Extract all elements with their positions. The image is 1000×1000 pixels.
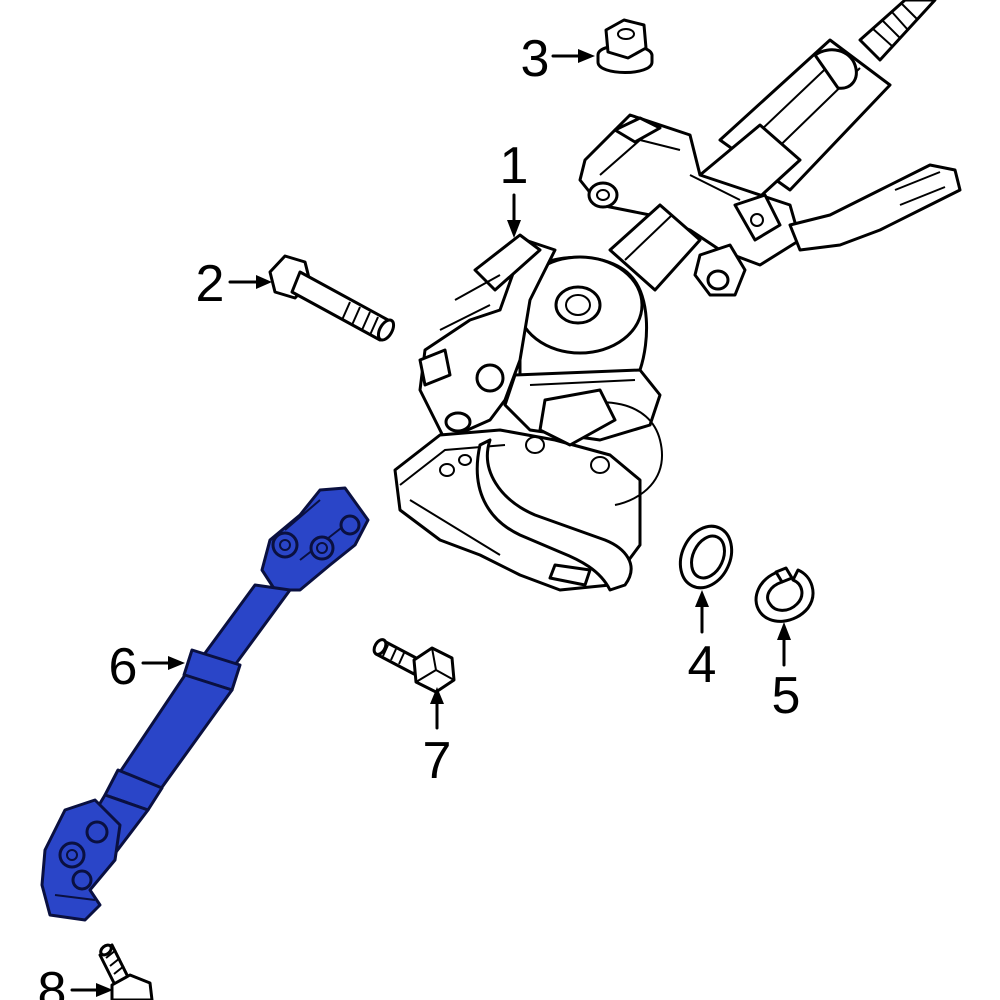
callout-3: 3: [521, 30, 595, 88]
svg-text:5: 5: [772, 667, 801, 725]
arrow-right-icon: [256, 275, 272, 289]
callout-8: 8: [38, 962, 113, 1000]
callout-6: 6: [109, 638, 185, 696]
svg-text:8: 8: [38, 962, 67, 1000]
intermediate-shaft-6[interactable]: [40, 486, 370, 922]
callout-7: 7: [423, 687, 452, 790]
gear-housing: [393, 233, 663, 592]
tilt-bracket: [578, 113, 962, 297]
callout-5: 5: [772, 622, 801, 725]
seal-ring-4[interactable]: [671, 518, 742, 596]
arrow-right-icon: [578, 49, 595, 63]
eps-motor: [503, 255, 662, 442]
column-tube: [608, 203, 702, 292]
steering-column-assembly[interactable]: [393, 0, 962, 592]
svg-text:7: 7: [423, 732, 452, 790]
nut-3[interactable]: [596, 18, 654, 74]
callout-1: 1: [500, 137, 529, 238]
svg-text:1: 1: [500, 137, 529, 195]
svg-text:6: 6: [109, 638, 138, 696]
arrow-down-icon: [507, 220, 521, 238]
arrow-right-icon: [96, 983, 113, 997]
svg-text:2: 2: [196, 255, 225, 313]
bolt-2[interactable]: [268, 254, 397, 343]
arrow-right-icon: [168, 656, 185, 670]
arrow-up-icon: [430, 687, 444, 704]
arrow-up-icon: [695, 590, 709, 607]
callout-4: 4: [688, 590, 717, 694]
callout-2: 2: [196, 255, 272, 313]
clip-ring-5[interactable]: [754, 566, 815, 623]
svg-text:4: 4: [688, 636, 717, 694]
svg-text:3: 3: [521, 30, 550, 88]
bolt-8[interactable]: [98, 943, 154, 1000]
arrow-up-icon: [777, 622, 791, 640]
bolt-7[interactable]: [372, 638, 456, 694]
